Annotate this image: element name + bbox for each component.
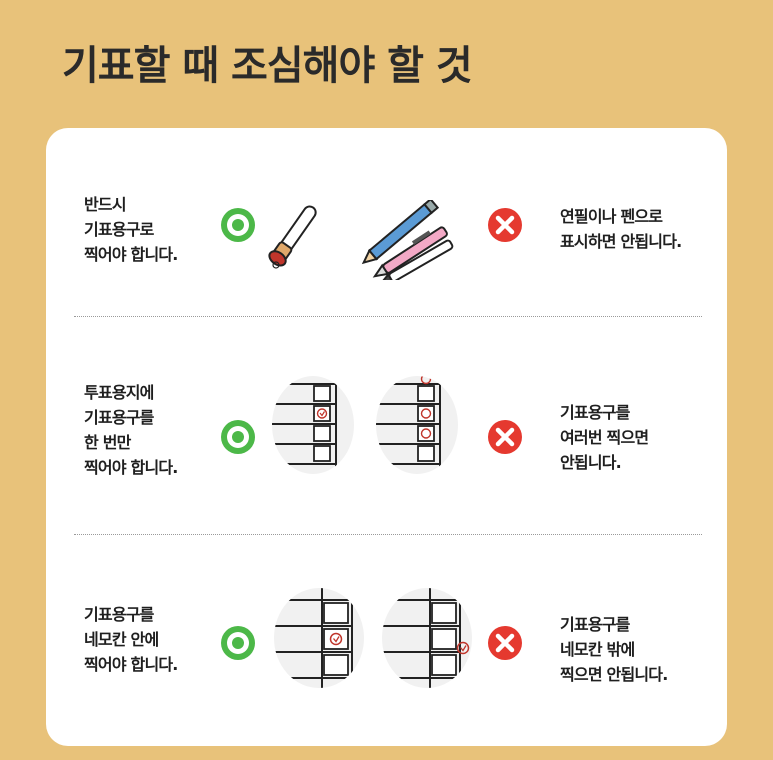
row-3-correct-text: 기표용구를 네모칸 안에 찍어야 합니다. [84,605,178,674]
correct-circle-icon [221,208,255,242]
row-divider [74,534,702,535]
wrong-x-icon [488,626,522,660]
ballot-paper-icon [272,376,354,474]
row-inside-box: 기표용구를 네모칸 안에 찍어야 합니다. [46,544,727,752]
instruction-card: 반드시 기표용구로 찍어야 합니다. [46,128,727,746]
page-title: 기표할 때 조심해야 할 것 [62,43,473,89]
correct-circle-icon [221,420,255,454]
row-once: 투표용지에 기표용구를 한 번만 찍어야 합니다. [46,336,727,544]
row-1-wrong-text: 연필이나 펜으로 표시하면 안됩니다. [560,207,682,251]
ballot-stamp-icon [268,205,317,269]
wrong-x-icon [488,208,522,242]
row-divider [74,316,702,317]
row-2-wrong-text: 기표용구를 여러번 찍으면 안됩니다. [560,403,649,472]
pencil-and-pens-icon [361,200,454,280]
wrong-x-icon [488,420,522,454]
ballot-paper-icon [274,588,364,688]
ballot-paper-icon [382,588,472,688]
row-2-correct-text: 투표용지에 기표용구를 한 번만 찍어야 합니다. [84,383,178,477]
row-3-wrong-text: 기표용구를 네모칸 밖에 찍으면 안됩니다. [560,615,668,684]
row-tool: 반드시 기표용구로 찍어야 합니다. [46,128,727,336]
ballot-paper-icon [376,376,458,474]
correct-circle-icon [221,626,255,660]
row-1-correct-text: 반드시 기표용구로 찍어야 합니다. [84,195,178,264]
